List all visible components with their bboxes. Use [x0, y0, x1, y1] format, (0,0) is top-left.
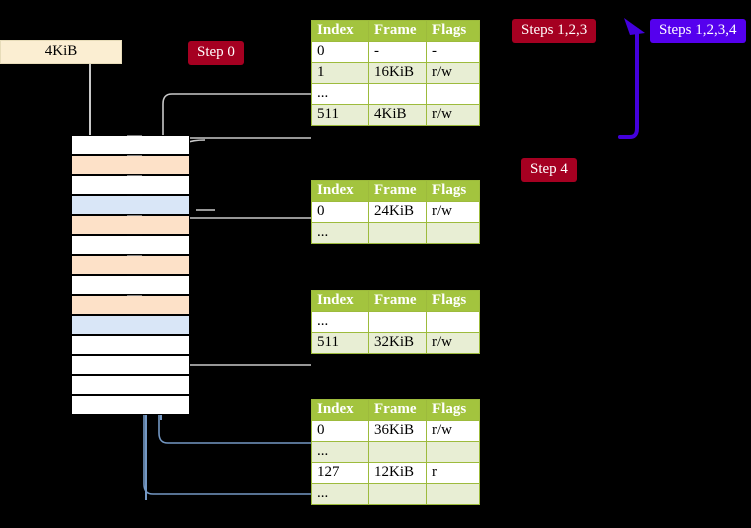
- cell-flags: [426, 441, 480, 463]
- table-row: ...: [311, 483, 480, 505]
- memory-frame-row: [71, 135, 190, 155]
- step-4-badge: Step 4: [521, 158, 577, 182]
- column-header-flags: Flags: [426, 20, 480, 42]
- column-header-index: Index: [311, 180, 369, 202]
- cell-index: 0: [311, 41, 369, 63]
- memory-frame-row: [71, 215, 190, 235]
- size-legend-label: 4KiB: [44, 43, 78, 59]
- cell-flags: r/w: [426, 62, 480, 84]
- cell-index: 0: [311, 201, 369, 223]
- cell-frame: [368, 83, 427, 105]
- cell-flags: r: [426, 462, 480, 484]
- cell-flags: r/w: [426, 201, 480, 223]
- size-legend-box: 4KiB: [0, 40, 122, 64]
- memory-frame-row: [71, 255, 190, 275]
- column-header-flags: Flags: [426, 290, 480, 312]
- memory-frame-row: [71, 155, 190, 175]
- cell-frame: -: [368, 41, 427, 63]
- cell-index: 0: [311, 420, 369, 442]
- steps-1234-badge: Steps 1,2,3,4: [650, 19, 746, 43]
- cell-index: 127: [311, 462, 369, 484]
- cell-frame: [368, 441, 427, 463]
- memory-frame-tick: [127, 175, 142, 176]
- steps-123-label: Steps 1,2,3: [521, 22, 588, 38]
- memory-frame-tick: [127, 215, 142, 216]
- cell-flags: r/w: [426, 420, 480, 442]
- table-row: ...: [311, 83, 480, 105]
- cell-flags: [426, 83, 480, 105]
- column-header-frame: Frame: [368, 399, 427, 421]
- cell-index: 511: [311, 332, 369, 354]
- cell-frame: [368, 311, 427, 333]
- cell-frame: [368, 222, 427, 244]
- column-header-index: Index: [311, 20, 369, 42]
- column-header-flags: Flags: [426, 399, 480, 421]
- steps-123-badge: Steps 1,2,3: [512, 19, 597, 43]
- cell-flags: [426, 483, 480, 505]
- cell-flags: r/w: [426, 332, 480, 354]
- memory-frame-row: [71, 175, 190, 195]
- cell-frame: 4KiB: [368, 104, 427, 126]
- column-header-index: Index: [311, 290, 369, 312]
- step-0-badge: Step 0: [188, 41, 244, 65]
- cell-index: ...: [311, 222, 369, 244]
- column-header-frame: Frame: [368, 20, 427, 42]
- table-row: ...: [311, 311, 480, 333]
- memory-frame-tick: [127, 135, 142, 136]
- table-row: ...: [311, 441, 480, 463]
- table-row: ...: [311, 222, 480, 244]
- memory-frame-row: [71, 375, 190, 395]
- memory-frame-row: [71, 355, 190, 375]
- step-4-label: Step 4: [530, 161, 568, 177]
- cell-flags: [426, 222, 480, 244]
- cell-flags: [426, 311, 480, 333]
- memory-frame-row: [71, 395, 190, 415]
- column-header-index: Index: [311, 399, 369, 421]
- cell-index: ...: [311, 83, 369, 105]
- memory-frame-row: [71, 235, 190, 255]
- column-header-frame: Frame: [368, 180, 427, 202]
- physical-memory-column: [71, 135, 190, 415]
- cell-index: ...: [311, 311, 369, 333]
- table-row: 0--: [311, 41, 480, 63]
- cell-frame: 32KiB: [368, 332, 427, 354]
- cell-index: 1: [311, 62, 369, 84]
- memory-frame-tick: [127, 295, 142, 296]
- cell-frame: 16KiB: [368, 62, 427, 84]
- cell-index: ...: [311, 441, 369, 463]
- memory-frame-row: [71, 275, 190, 295]
- memory-frame-row: [71, 335, 190, 355]
- cell-frame: 36KiB: [368, 420, 427, 442]
- steps-1234-label: Steps 1,2,3,4: [659, 22, 737, 38]
- memory-frame-row: [71, 295, 190, 315]
- cell-frame: 12KiB: [368, 462, 427, 484]
- cell-index: ...: [311, 483, 369, 505]
- cell-frame: [368, 483, 427, 505]
- memory-frame-tick: [127, 155, 142, 156]
- memory-frame-row: [71, 315, 190, 335]
- step-0-label: Step 0: [197, 44, 235, 60]
- cell-index: 511: [311, 104, 369, 126]
- cell-frame: 24KiB: [368, 201, 427, 223]
- column-header-frame: Frame: [368, 290, 427, 312]
- cell-flags: r/w: [426, 104, 480, 126]
- column-header-flags: Flags: [426, 180, 480, 202]
- cell-flags: -: [426, 41, 480, 63]
- memory-frame-tick: [127, 255, 142, 256]
- memory-frame-row: [71, 195, 190, 215]
